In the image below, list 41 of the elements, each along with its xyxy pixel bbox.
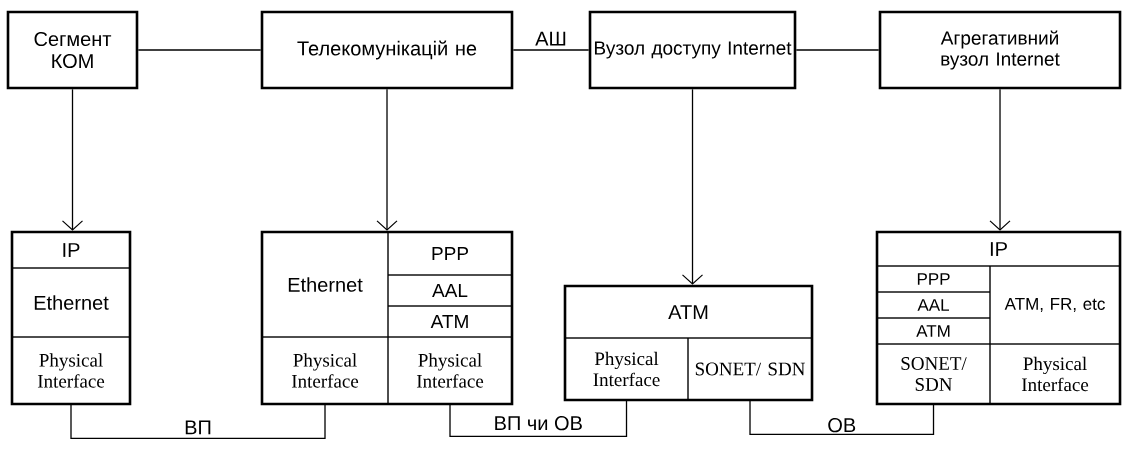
node-label: IP xyxy=(990,242,1007,256)
protocol-stack xyxy=(875,230,1122,406)
protocol-layer-cell: Ethernet xyxy=(11,267,131,338)
process-box: Телекомунікацій не xyxy=(260,10,514,90)
arrow xyxy=(681,88,704,285)
node-label: Ethernet xyxy=(288,277,363,292)
protocol-layer-cell: Physical Interface xyxy=(989,343,1121,405)
arrow xyxy=(989,88,1011,231)
connector-line xyxy=(795,49,880,51)
arrow xyxy=(376,88,398,231)
protocol-layer-cell: Physical Interface xyxy=(564,337,689,401)
node-label: ATM xyxy=(668,305,708,319)
process-box: Агрегативний вузол Internet xyxy=(878,10,1122,90)
connector-line xyxy=(512,49,590,51)
protocol-layer-cell: Physical Interface xyxy=(387,336,513,405)
protocol-layer-cell: AAL xyxy=(387,274,513,307)
protocol-layer-cell: ATM, FR, etc xyxy=(989,265,1121,345)
edge-label: ОВ xyxy=(828,418,856,433)
process-box: Сегмент КОМ xyxy=(6,10,139,90)
arrow xyxy=(61,88,84,231)
protocol-layer-cell: ATM xyxy=(876,317,991,345)
edge-label: ВП xyxy=(185,420,211,435)
protocol-stack xyxy=(260,230,514,406)
link-bracket xyxy=(70,403,326,440)
connector-line xyxy=(137,49,262,51)
protocol-stack xyxy=(10,230,132,406)
protocol-layer-cell: PPP xyxy=(876,265,991,293)
protocol-layer-cell: SONET/ SDN xyxy=(876,343,991,405)
protocol-layer-cell: SONET/ SDN xyxy=(687,337,813,401)
protocol-layer-cell: PPP xyxy=(387,231,513,276)
protocol-layer-cell: AAL xyxy=(876,291,991,319)
protocol-layer-cell: Physical Interface xyxy=(261,336,389,405)
node-label: IP xyxy=(63,243,80,257)
protocol-layer-cell: ATM xyxy=(387,305,513,338)
protocol-layer-cell: Physical Interface xyxy=(11,336,131,405)
process-box: Вузол доступу Internet xyxy=(588,10,797,90)
edge-label: АШ xyxy=(535,31,566,46)
edge-label: ВП чи ОВ xyxy=(495,416,582,431)
link-bracket xyxy=(749,399,935,436)
link-bracket xyxy=(449,399,628,438)
protocol-stack xyxy=(563,284,814,402)
